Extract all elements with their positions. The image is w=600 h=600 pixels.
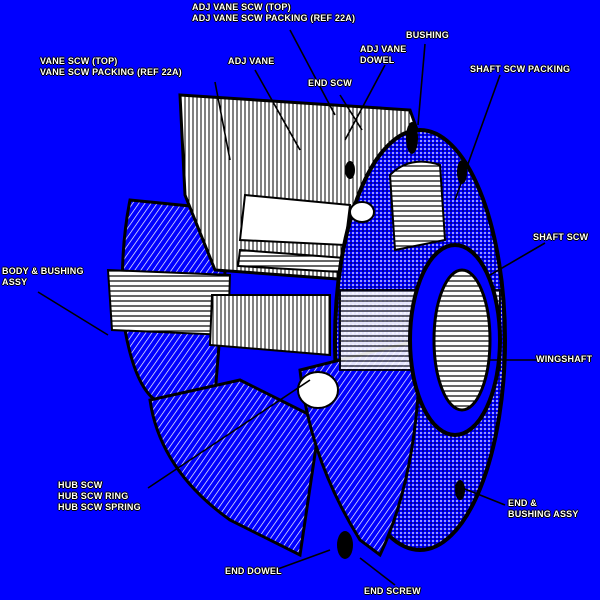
label-shaft-screw-packing: SHAFT SCW PACKING [470,64,570,75]
label-end-dowel-text: END DOWEL [225,566,282,576]
label-adj-vane-text: ADJ VANE [228,56,275,66]
label-shaft-screw: SHAFT SCW [533,232,588,243]
label-end-bushing-line2: BUSHING ASSY [508,509,579,519]
label-end-screw-bottom-text: END SCREW [364,586,421,596]
label-body-bushing-line1: BODY & BUSHING [2,266,84,276]
label-adj-vane-screw-top: ADJ VANE SCW (TOP) [192,2,291,12]
label-end-dowel: END DOWEL [225,566,282,577]
label-end-bushing-line1: END & [508,498,538,508]
label-body-bushing: BODY & BUSHING ASSY [2,266,84,288]
label-adj-vane-dowel-line2: DOWEL [360,55,395,65]
label-vane-screw: VANE SCW (TOP) VANE SCW PACKING (REF 22A… [40,56,182,78]
label-adj-vane-dowel: ADJ VANE DOWEL [360,44,406,66]
label-bushing-text: BUSHING [406,30,449,40]
label-adj-vane-dowel-line1: ADJ VANE [360,44,407,54]
label-end-screw-text: END SCW [308,78,352,88]
label-wing-shaft-text: WINGSHAFT [536,354,593,364]
label-vane-screw-packing: VANE SCW PACKING (REF 22A) [40,67,182,77]
label-adj-vane-screw: ADJ VANE SCW (TOP) ADJ VANE SCW PACKING … [192,2,355,24]
body-bushing-assembly [106,198,322,558]
label-hub-screw-text: HUB SCW [58,480,103,490]
leader-lines [37,29,546,586]
label-hub-screw: HUB SCW HUB SCW RING HUB SCW SPRING [58,480,141,513]
label-end-bushing: END & BUSHING ASSY [508,498,579,520]
label-adj-vane: ADJ VANE [228,56,274,67]
label-wing-shaft: WINGSHAFT [536,354,592,365]
label-shaft-screw-packing-text: SHAFT SCW PACKING [470,64,571,74]
label-body-bushing-line2: ASSY [2,277,28,287]
label-hub-screw-ring: HUB SCW RING [58,491,129,501]
label-end-screw-bottom: END SCREW [364,586,421,597]
label-bushing: BUSHING [406,30,449,41]
label-shaft-screw-text: SHAFT SCW [533,232,589,242]
label-end-screw: END SCW [308,78,352,89]
label-vane-screw-top: VANE SCW (TOP) [40,56,118,66]
label-adj-vane-screw-packing: ADJ VANE SCW PACKING (REF 22A) [192,13,356,23]
bushing-part [388,122,467,252]
label-hub-screw-spring: HUB SCW SPRING [58,502,141,512]
